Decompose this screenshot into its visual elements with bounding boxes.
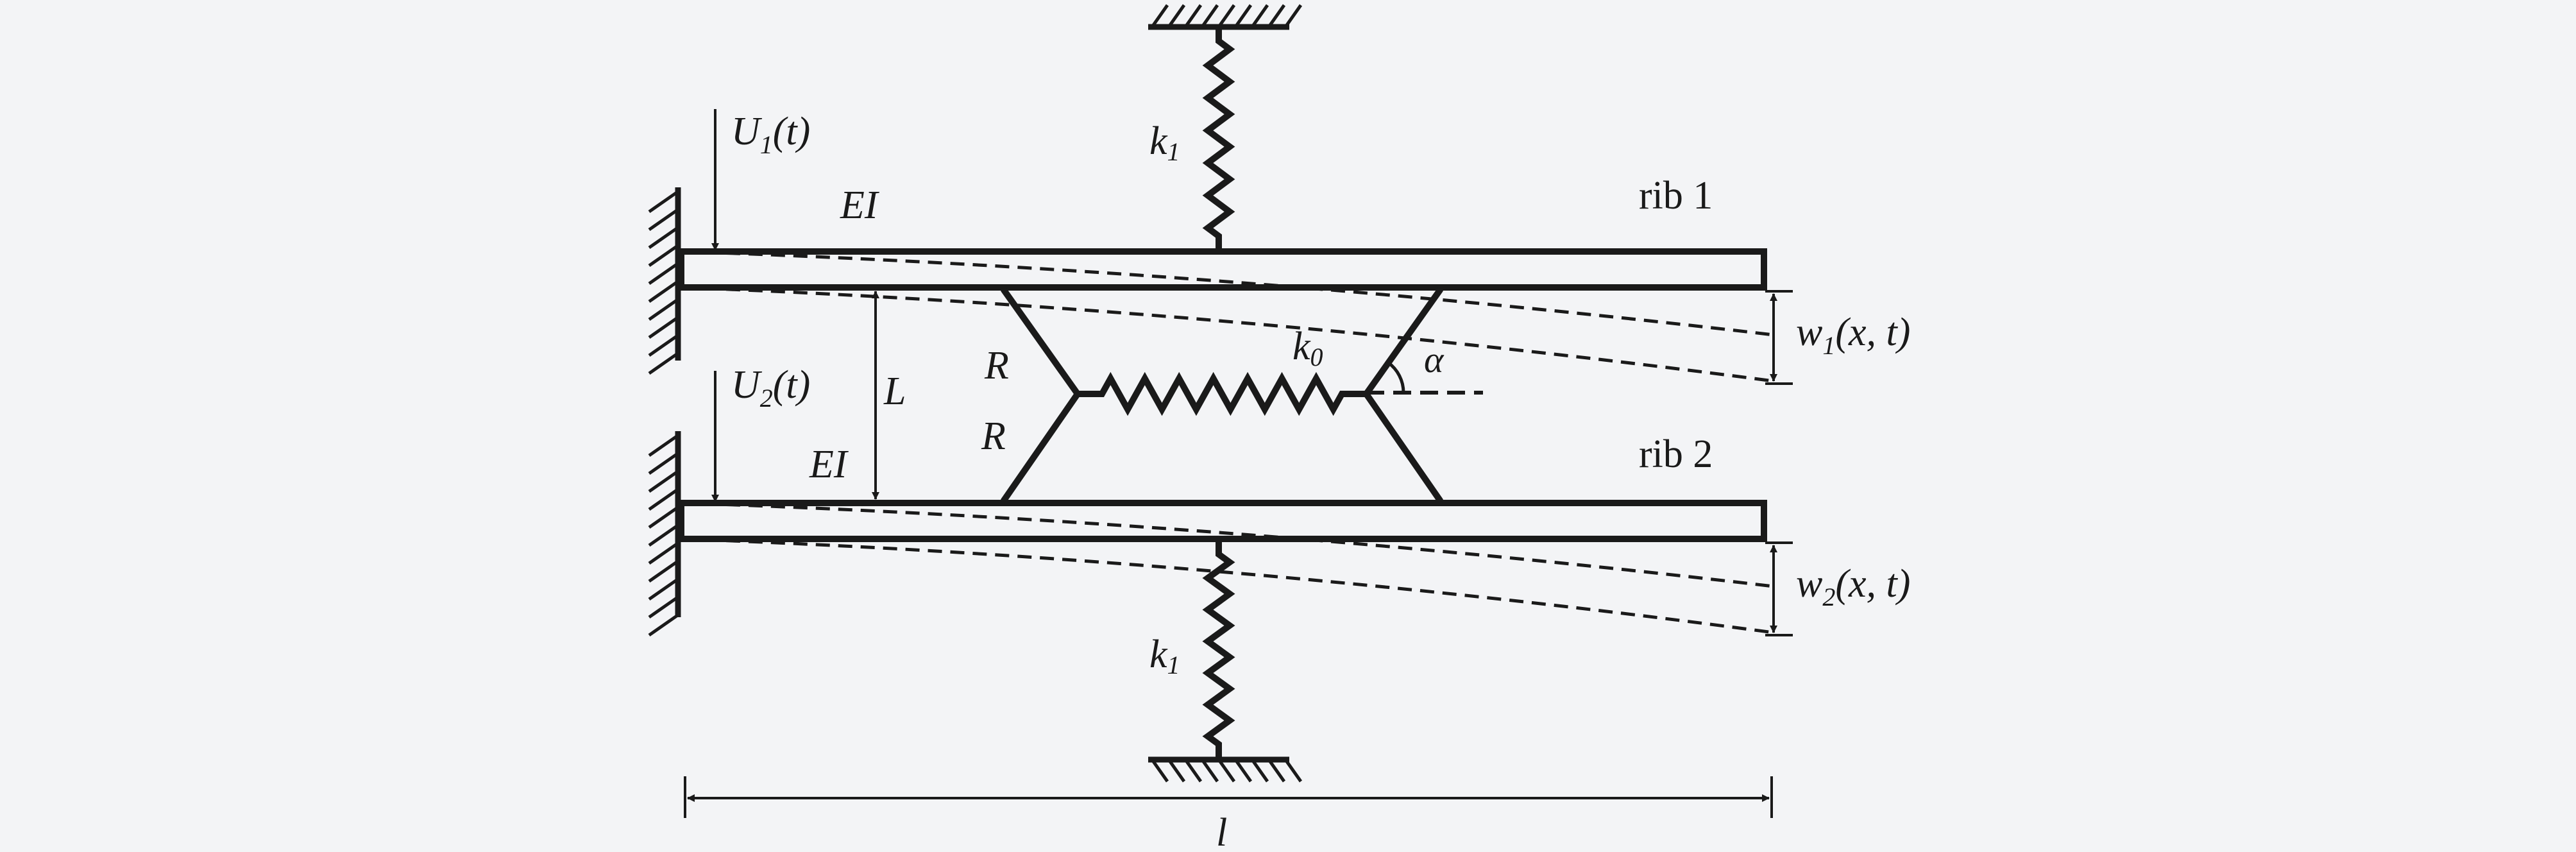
rib-2-beam [678,500,1767,542]
label-r-lower: R [981,414,1006,458]
label-k1-bottom: k1 [1149,633,1180,679]
label-r-upper: R [984,344,1009,388]
spring-k1-top [1202,27,1235,250]
rib-1-beam [678,248,1767,291]
label-u1: U1(t) [731,110,810,159]
label-u2: U2(t) [731,363,810,413]
left-wall-top-ground [648,187,681,375]
linkage [1001,287,1443,504]
top-ground [1148,4,1303,30]
alpha-arc [1387,361,1405,393]
spring-k0 [1078,371,1366,416]
rib-1-deflection [681,250,1774,383]
spring-k1-bottom [1202,540,1235,758]
label-k0: k0 [1292,325,1323,371]
left-wall-bottom-ground [648,431,681,637]
label-gap-l: L [883,370,906,413]
label-rib-1: rib 1 [1639,174,1713,217]
label-alpha: α [1424,339,1445,380]
label-k1-top: k1 [1149,119,1180,166]
label-w1: w1(x, t) [1796,311,1910,360]
bottom-ground [1148,756,1303,783]
label-rib-2: rib 2 [1639,432,1713,476]
label-ei-bottom: EI [809,443,849,486]
rod-upper-left [1001,287,1081,397]
label-ei-top: EI [840,183,880,227]
rod-upper-right [1363,287,1443,397]
label-length: l [1216,811,1227,852]
rib-2-deflection [681,501,1774,635]
rod-lower-left [1001,391,1081,504]
label-w2: w2(x, t) [1796,562,1910,611]
rod-lower-right [1363,391,1443,504]
